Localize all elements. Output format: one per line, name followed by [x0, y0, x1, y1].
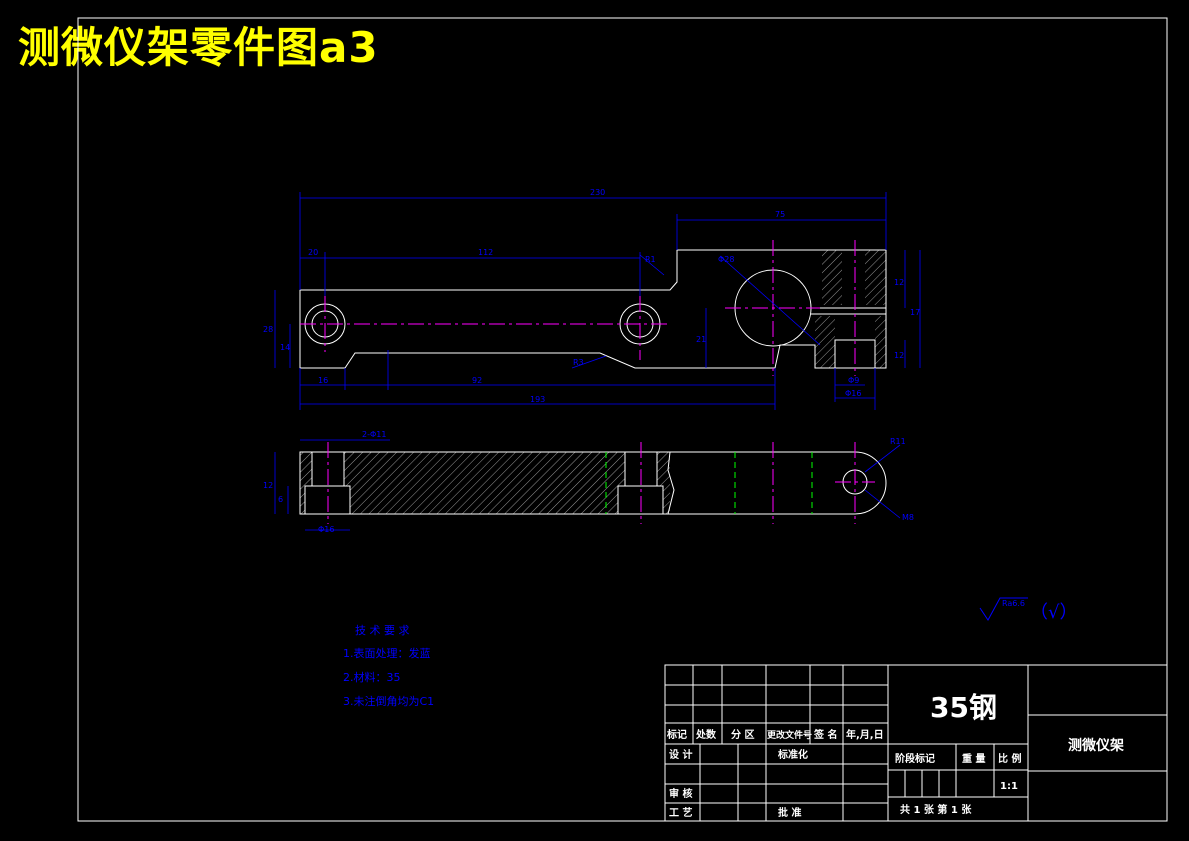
dim-label: 12 — [263, 481, 273, 490]
header-label: 标记 — [666, 728, 687, 741]
dimension-lines — [274, 192, 921, 410]
material-label: 35钢 — [930, 691, 997, 724]
hatch-region — [875, 316, 886, 368]
weight-label: 重 量 — [962, 752, 985, 765]
dim-label: 75 — [775, 210, 785, 219]
tech-requirements: 技 术 要 求 1.表面处理：发蓝 2.材料：35 3.未注倒角均为C1 — [343, 624, 434, 708]
header-label: 处数 — [695, 728, 717, 741]
dim-label: R11 — [890, 437, 906, 446]
dim-label: 12 — [894, 351, 904, 360]
scale-value: 1:1 — [1000, 781, 1018, 792]
review-label: 审 核 — [669, 787, 692, 800]
dim-label: 17 — [910, 308, 920, 317]
dim-label: Φ16 — [845, 389, 861, 398]
dim-label: Φ28 — [718, 255, 734, 264]
dim-label: R3 — [573, 358, 584, 367]
dim-label: M8 — [902, 513, 914, 522]
roughness-symbol: Ra6.6 （√） — [979, 597, 1077, 623]
dim-label: 6 — [278, 495, 283, 504]
tech-item: 1.表面处理：发蓝 — [343, 646, 431, 660]
section-dimension-lines — [274, 439, 901, 531]
tech-heading: 技 术 要 求 — [355, 624, 410, 637]
hidden-lines — [605, 452, 813, 514]
section-dimension-labels: 2-Φ11 12 6 Φ16 R11 M8 — [263, 430, 914, 534]
drawing-border — [77, 17, 1168, 822]
approve-label: 批 准 — [778, 806, 801, 819]
header-label: 签 名 — [813, 728, 837, 741]
roughness-label: Ra6.6 — [1002, 599, 1025, 608]
title-block-text: 35钢 测微仪架 标记 处数 分 区 更改文件号 签 名 年,月,日 设 计 标… — [666, 691, 1124, 819]
dim-label: 112 — [478, 248, 493, 257]
process-label: 工 艺 — [669, 806, 692, 819]
dim-label: R1 — [645, 255, 656, 264]
dim-label: 193 — [530, 395, 545, 404]
dimension-labels: 230 75 20 112 R1 Φ28 28 14 21 12 17 12 1… — [263, 188, 920, 404]
standardize-label: 标准化 — [777, 748, 808, 761]
dim-label: 16 — [318, 376, 328, 385]
dim-label: 92 — [472, 376, 482, 385]
section-center-lines — [327, 442, 875, 524]
hatch-region — [815, 316, 835, 368]
dim-label: 28 — [263, 325, 273, 334]
title-block — [664, 664, 1168, 822]
dim-label: 14 — [280, 343, 290, 352]
dim-label: Φ9 — [848, 376, 859, 385]
sheet-info-label: 共 1 张 第 1 张 — [900, 803, 972, 816]
dim-label: 20 — [308, 248, 318, 257]
section-view — [299, 451, 887, 515]
dim-label: 230 — [590, 188, 605, 197]
part-name-label: 测微仪架 — [1068, 737, 1124, 754]
roughness-paren: （√） — [1030, 602, 1077, 623]
hatch-region — [865, 250, 886, 305]
dim-label: 2-Φ11 — [362, 430, 386, 439]
design-label: 设 计 — [669, 748, 692, 761]
header-label: 更改文件号 — [767, 729, 812, 741]
tech-item: 3.未注倒角均为C1 — [343, 694, 434, 708]
header-label: 年,月,日 — [846, 728, 884, 741]
hatch-region — [822, 250, 842, 305]
stage-mark-label: 阶段标记 — [895, 752, 935, 765]
tech-item: 2.材料：35 — [343, 670, 401, 684]
dim-label: 12 — [894, 278, 904, 287]
scale-label: 比 例 — [998, 752, 1021, 765]
header-label: 分 区 — [731, 728, 754, 741]
center-lines — [300, 240, 856, 376]
dim-label: Φ16 — [318, 525, 334, 534]
dim-label: 21 — [696, 335, 706, 344]
